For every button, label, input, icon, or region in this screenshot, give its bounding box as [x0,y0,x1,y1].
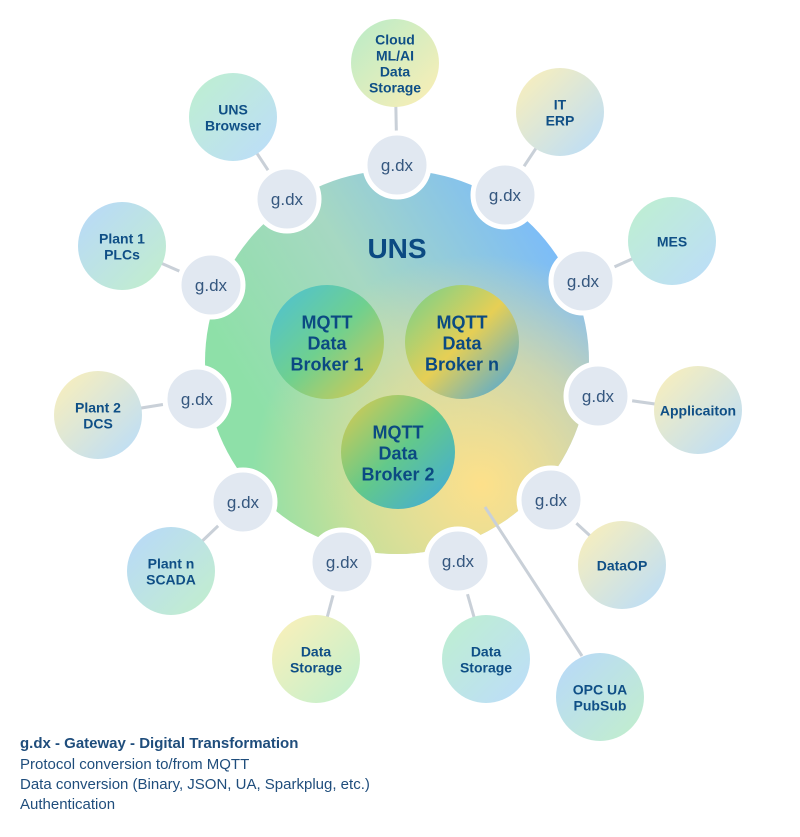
gateway-nodes: g.dx g.dx g.dx g.dx g.dx g.dx g.dx g.dx g.dx g.dx… [162,130,633,597]
uns-hub: UNS [205,170,589,554]
gateway-label: g.dx [489,186,522,205]
opc-ua-connector [483,506,584,657]
gateway-label: g.dx [381,156,414,175]
gateway-it-erp: g.dx [470,160,540,230]
node-label-dataop: DataOP [597,558,648,574]
node-label-application: Applicaiton [660,403,736,419]
gateway-uns-browser: g.dx [252,164,322,234]
node-label-mes: MES [657,234,687,250]
gateway-label: g.dx [195,276,228,295]
gateway-label: g.dx [567,272,600,291]
gateway-plant-2: g.dx [162,364,232,434]
legend-line-data-conversion: Data conversion (Binary, JSON, UA, Spark… [20,776,370,793]
gateway-application: g.dx [563,361,633,431]
gateway-label: g.dx [582,387,615,406]
gateway-plant-n: g.dx [208,467,278,537]
legend-title: g.dx - Gateway - Digital Transformation [20,735,299,752]
gateway-label: g.dx [181,390,214,409]
gateway-label: g.dx [442,552,475,571]
gateway-label: g.dx [271,190,304,209]
connector-opc-ua [483,506,584,657]
node-application: Applicaiton [654,366,742,454]
gateway-cloud: g.dx [362,130,432,200]
legend: g.dx - Gateway - Digital Transformation … [20,733,370,815]
gateway-storage-right: g.dx [423,526,493,596]
legend-line-protocol: Protocol conversion to/from MQTT [20,756,250,773]
uns-title: UNS [367,233,426,264]
gateway-label: g.dx [227,493,260,512]
gateway-plant-1: g.dx [176,250,246,320]
node-dataop: DataOP [578,521,666,609]
legend-line-authentication: Authentication [20,796,116,813]
gateway-dataop: g.dx [516,465,586,535]
gateway-storage-left: g.dx [307,527,377,597]
gateway-mes: g.dx [548,246,618,316]
node-mes: MES [628,197,716,285]
gateway-label: g.dx [535,491,568,510]
gateway-label: g.dx [326,553,359,572]
